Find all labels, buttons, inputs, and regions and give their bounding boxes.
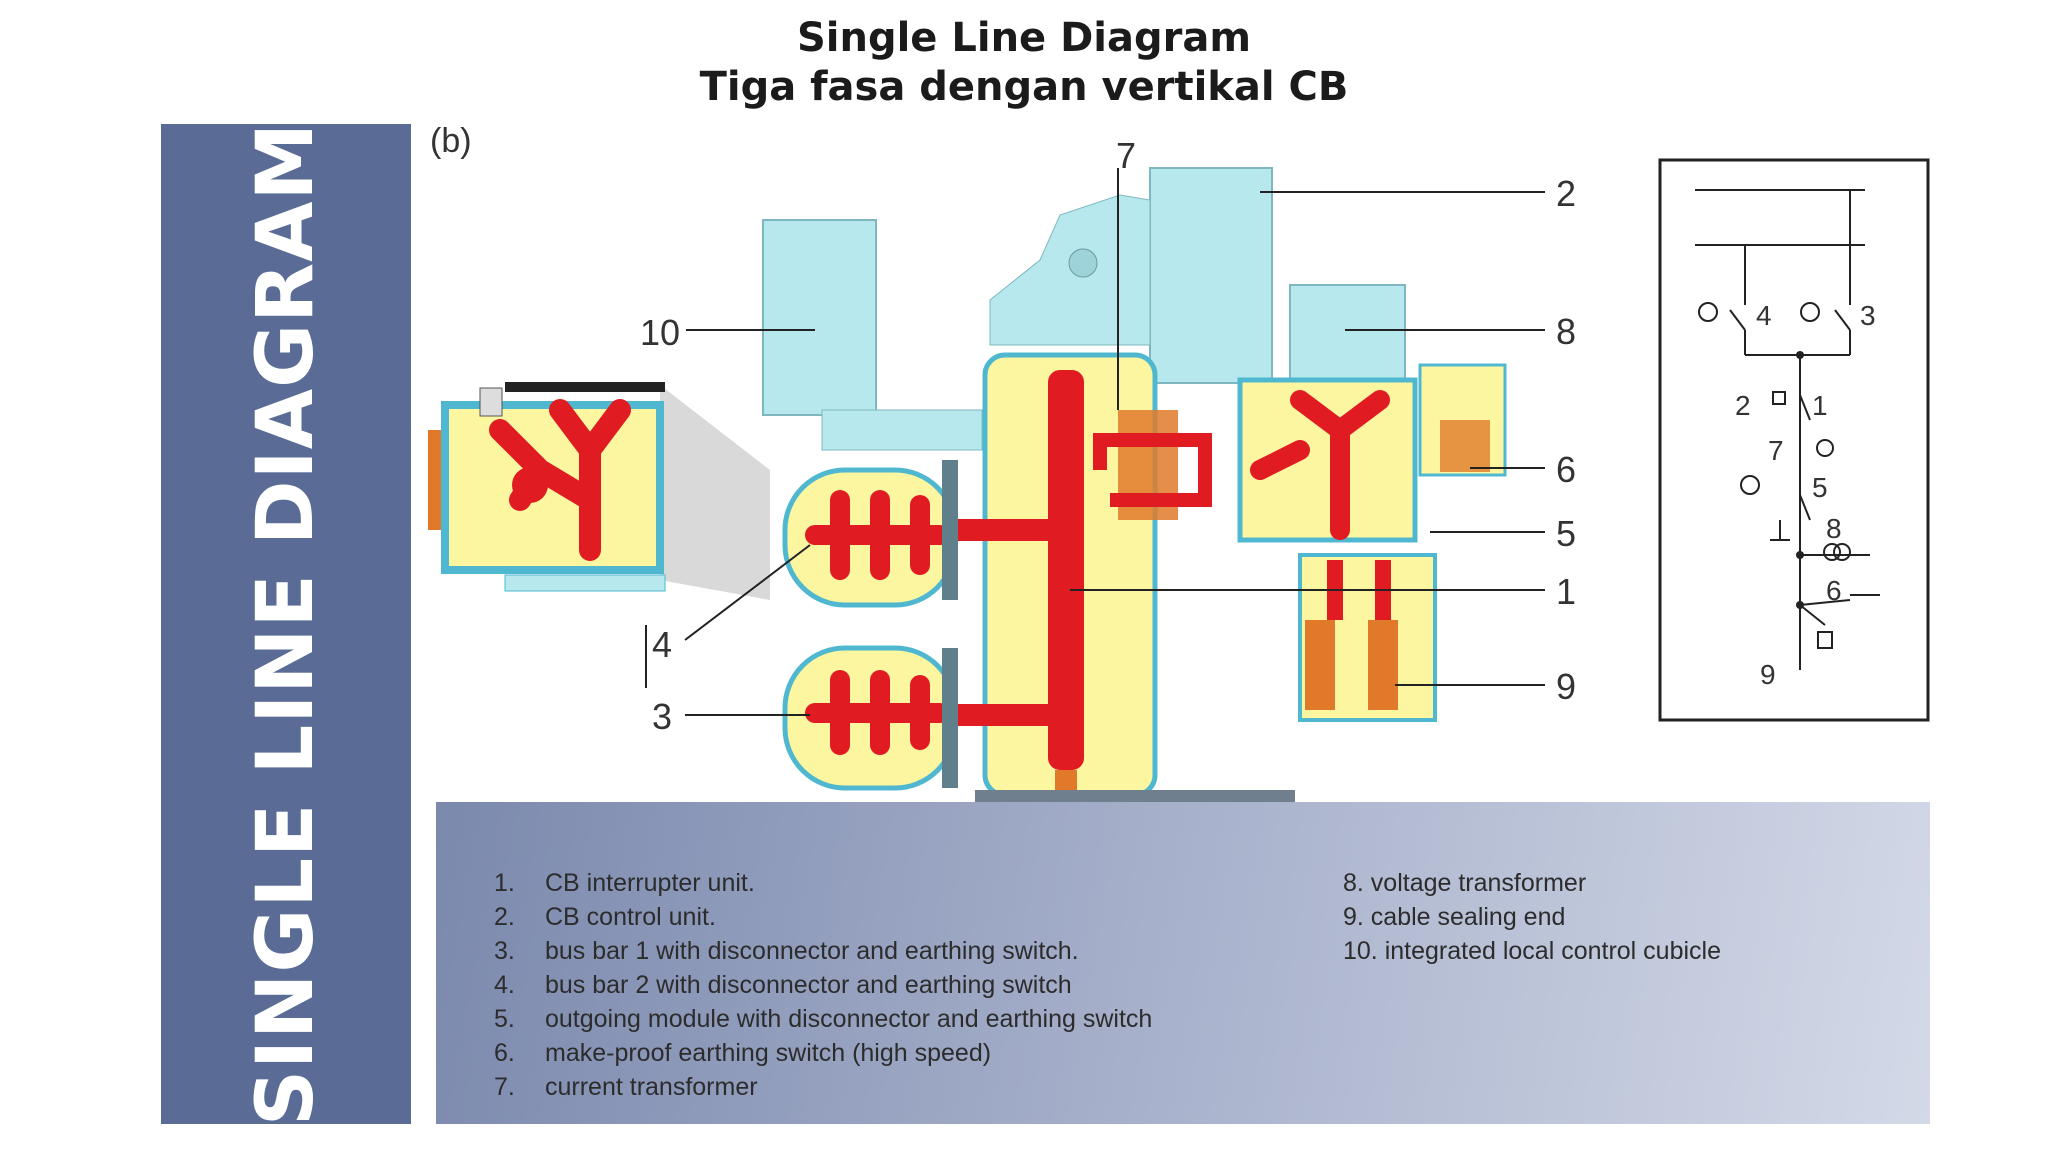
cable-end-1	[1305, 620, 1335, 710]
callout-10: 10	[640, 312, 680, 353]
legend-left-column: 1. CB interrupter unit. 2. CB control unit…	[494, 866, 1152, 1104]
legend-text: make-proof earthing switch (high speed)	[545, 1039, 992, 1067]
zoom-wedge	[660, 385, 770, 600]
legend-text: outgoing module with disconnector and ea…	[545, 1005, 1153, 1033]
legend-item-9: 9. cable sealing end	[1343, 903, 1566, 931]
busbar-2-conductors	[805, 490, 950, 580]
legend-item-2: 2. CB control unit.	[494, 900, 1152, 934]
page-title: Single Line Diagram Tiga fasa dengan ver…	[0, 14, 2048, 112]
schematic-label-5: 5	[1812, 472, 1828, 503]
legend-num: 7.	[494, 1073, 515, 1101]
legend-text: current transformer	[545, 1073, 758, 1101]
schematic-label-3: 3	[1860, 300, 1876, 331]
callout-6: 6	[1556, 449, 1576, 490]
detail-inset	[428, 382, 770, 600]
schematic-label-4: 4	[1756, 300, 1772, 331]
schematic-lines	[1695, 189, 1880, 670]
cb-interrupter	[1048, 370, 1084, 770]
legend-num: 5.	[494, 1005, 515, 1033]
outgoing-conductor	[1250, 390, 1390, 540]
leader-4	[684, 544, 811, 641]
legend-item-8: 8. voltage transformer	[1343, 869, 1587, 897]
callout-5: 5	[1556, 513, 1576, 554]
callout-numbers: 10 7 2 8 6 5 1 9 4 3	[640, 135, 1576, 737]
legend-text: CB interrupter unit.	[545, 869, 755, 897]
schematic-label-1: 1	[1812, 390, 1828, 421]
schematic-label-6: 6	[1826, 575, 1842, 606]
switchgear-figure: (b)	[420, 114, 1965, 814]
callout-8: 8	[1556, 311, 1576, 352]
schematic-frame	[1658, 158, 1930, 722]
schematic-label-8: 8	[1826, 513, 1842, 544]
callout-2: 2	[1556, 173, 1576, 214]
inset-conductor	[489, 399, 631, 561]
inset-top-bar	[505, 382, 665, 392]
busbar-2-flange	[942, 460, 958, 600]
legend-text: bus bar 1 with disconnector and earthing…	[545, 937, 1079, 965]
title-line-2: Tiga fasa dengan vertikal CB	[699, 64, 1349, 110]
legend-item-7: 7. current transformer	[494, 1070, 1152, 1104]
legend-num: 2.	[494, 903, 515, 931]
legend-text: bus bar 2 with disconnector and earthing…	[545, 971, 1072, 999]
legend-item-6: 6. make-proof earthing switch (high speed…	[494, 1036, 1152, 1070]
inset-drive	[479, 387, 503, 417]
schematic-label-group: 4 3 2 1 7 5 8 6 9	[1735, 300, 1876, 690]
legend-item-1: 1. CB interrupter unit.	[494, 866, 1152, 900]
cb-control-unit	[1149, 167, 1273, 384]
legend-num: 3.	[494, 937, 515, 965]
legend-item-5: 5. outgoing module with disconnector and …	[494, 1002, 1152, 1036]
title-line-1: Single Line Diagram	[796, 15, 1252, 61]
schematic-label-7: 7	[1768, 435, 1784, 466]
callout-9: 9	[1556, 666, 1576, 707]
legend-num: 6.	[494, 1039, 515, 1067]
side-banner	[161, 124, 411, 1124]
legend-item-4: 4. bus bar 2 with disconnector and earthi…	[494, 968, 1152, 1002]
cb-drive-gear	[1068, 248, 1098, 278]
legend-text: CB control unit.	[545, 903, 716, 931]
legend-panel	[436, 802, 1930, 1124]
single-line-schematic: 4 3 2 1 7 5 8 6 9	[1658, 158, 1930, 722]
legend-right-column: 8. voltage transformer 9. cable sealing …	[1343, 866, 1721, 968]
legend-item-10: 10. integrated local control cubicle	[1343, 937, 1722, 965]
callout-4: 4	[652, 624, 672, 665]
busbar-1-conductors	[805, 670, 950, 755]
schematic-label-2: 2	[1735, 390, 1751, 421]
busbar-1-flange	[942, 648, 958, 788]
busbar-links	[958, 519, 1050, 726]
inset-contact	[512, 467, 548, 503]
side-banner-text: SINGLE LINE DIAGRAM	[241, 121, 331, 1127]
voltage-transformer	[1289, 284, 1406, 381]
legend-num: 4.	[494, 971, 515, 999]
cable-end-2	[1368, 620, 1398, 710]
callout-7: 7	[1116, 135, 1136, 176]
schematic-label-9: 9	[1760, 659, 1776, 690]
cb-drive-housing	[989, 194, 1151, 346]
callout-1: 1	[1556, 571, 1576, 612]
legend-item-3: 3. bus bar 1 with disconnector and earthi…	[494, 934, 1152, 968]
earthing-switch-contacts	[1440, 420, 1490, 472]
control-cubicle	[762, 219, 877, 416]
callout-3: 3	[652, 696, 672, 737]
cb-bottom	[1055, 770, 1077, 792]
ct-conductor	[1093, 433, 1212, 507]
inset-base	[504, 574, 666, 592]
legend-num: 1.	[494, 869, 515, 897]
callout-leaders	[645, 168, 1545, 716]
cubicle-bracket	[821, 409, 983, 451]
panel-label: (b)	[430, 122, 472, 160]
